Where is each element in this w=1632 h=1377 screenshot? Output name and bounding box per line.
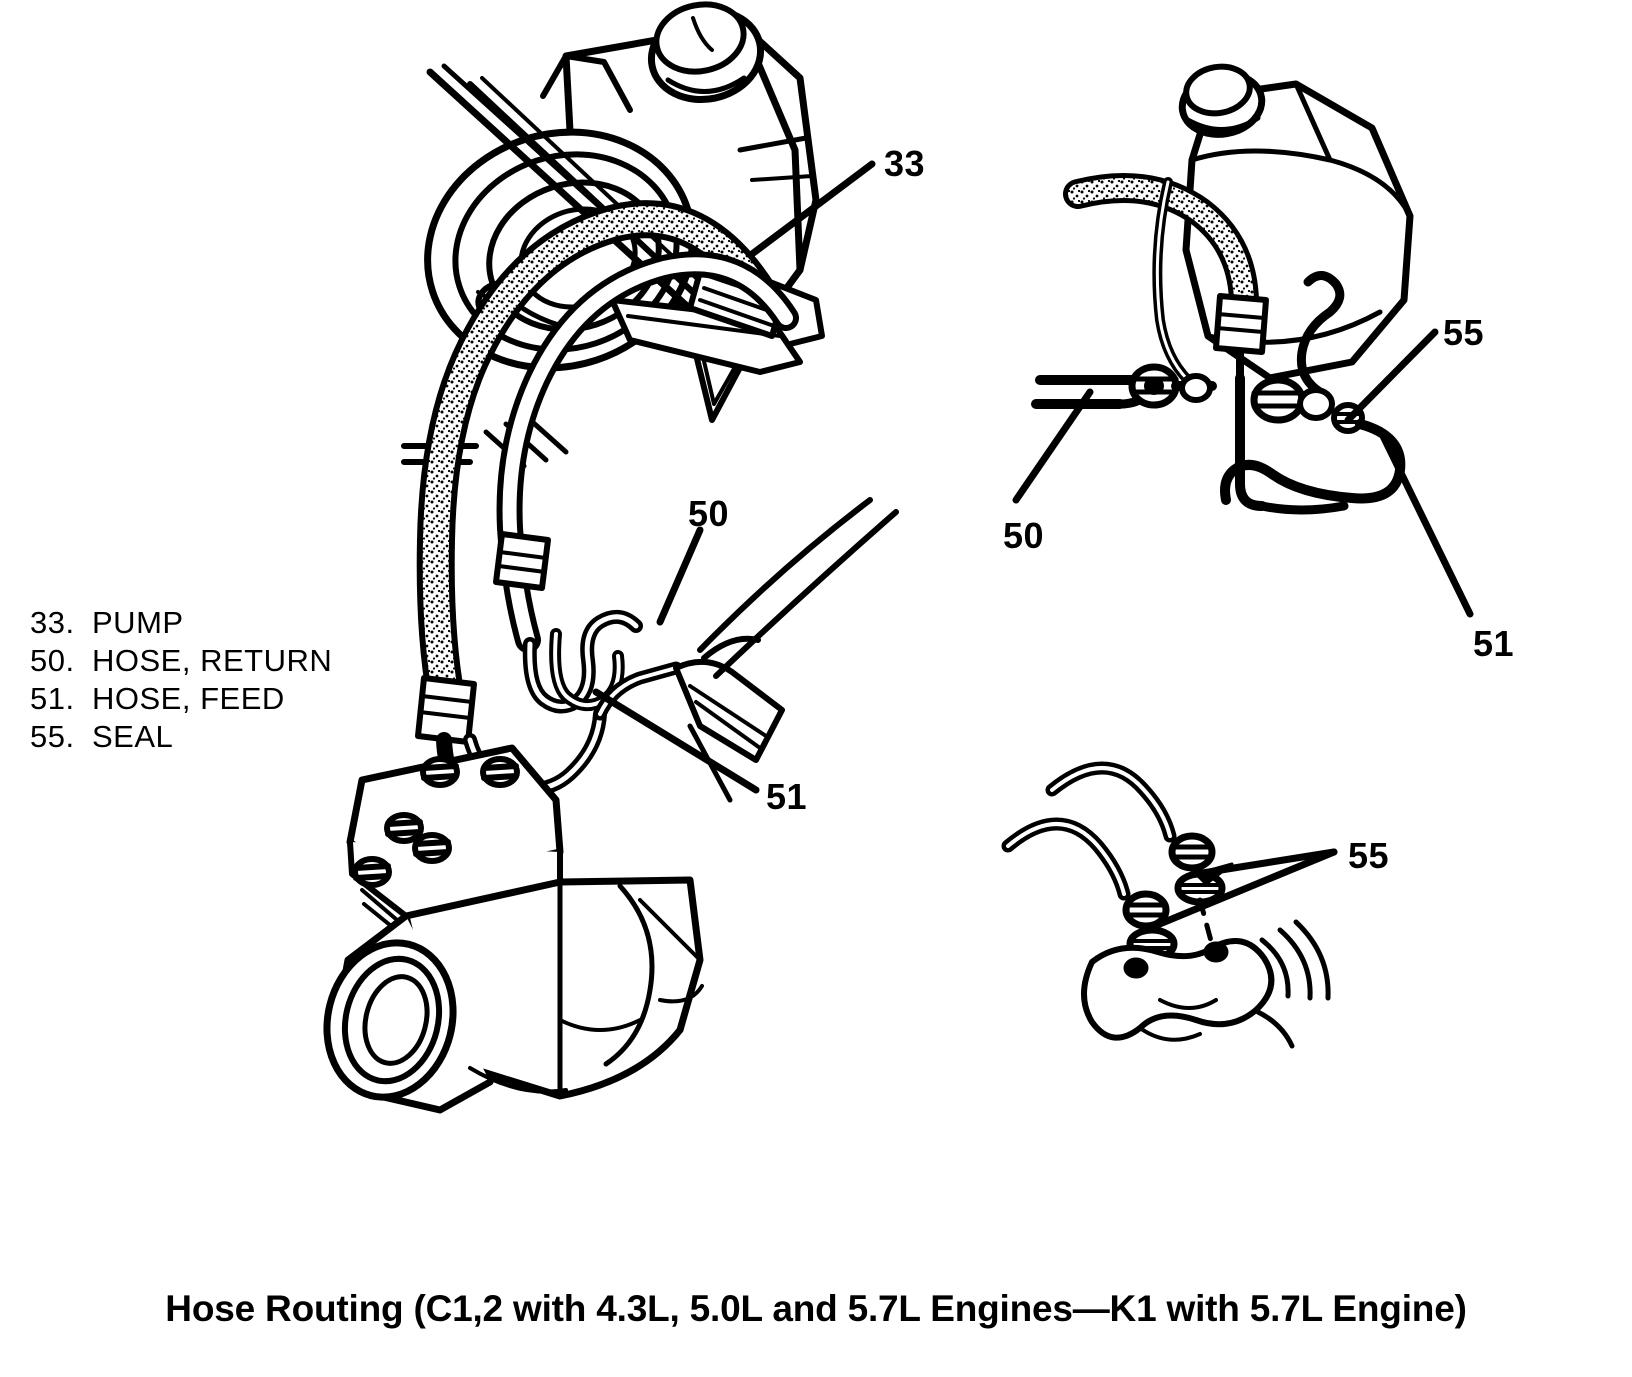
feed-hose-main bbox=[493, 251, 799, 653]
legend-number: 50. bbox=[30, 643, 75, 678]
leader-detail-50 bbox=[1012, 388, 1094, 504]
callout-55-detail-upper: 55 bbox=[1443, 312, 1485, 353]
leader-33 bbox=[748, 160, 876, 258]
detail-upper-right bbox=[1012, 63, 1474, 618]
legend-label: HOSE, FEED bbox=[92, 681, 285, 716]
callout-33-main: 33 bbox=[884, 143, 926, 184]
legend-item-33: 33. PUMP bbox=[30, 604, 450, 642]
callout-55-detail-lower: 55 bbox=[1348, 835, 1390, 876]
callout-50-detail-upper: 50 bbox=[1003, 515, 1045, 556]
callout-51-detail-upper: 51 bbox=[1473, 623, 1515, 664]
legend-label: HOSE, RETURN bbox=[92, 643, 333, 678]
legend-item-51: 51. HOSE, FEED bbox=[30, 680, 450, 718]
pointer-sweep-50 bbox=[697, 497, 899, 679]
leader-detail-55 bbox=[1344, 328, 1439, 424]
parts-legend: 33. PUMP 50. HOSE, RETURN 51. HOSE, FEED… bbox=[30, 604, 450, 756]
leader-51 bbox=[592, 688, 760, 794]
legend-number: 51. bbox=[30, 681, 75, 716]
legend-item-50: 50. HOSE, RETURN bbox=[30, 642, 450, 680]
legend-label: SEAL bbox=[92, 719, 174, 754]
legend-number: 33. bbox=[30, 605, 75, 640]
steering-gear bbox=[323, 659, 785, 1114]
callout-51-main: 51 bbox=[766, 776, 808, 817]
callout-50-main: 50 bbox=[688, 493, 730, 534]
legend-number: 55. bbox=[30, 719, 75, 754]
legend-label: PUMP bbox=[92, 605, 184, 640]
main-leader-lines bbox=[592, 160, 876, 794]
detail-lower-right bbox=[1001, 761, 1338, 1049]
leader-50 bbox=[656, 526, 704, 626]
leader-detail-51 bbox=[1376, 426, 1474, 618]
legend-item-55: 55. SEAL bbox=[30, 718, 450, 756]
figure-caption: Hose Routing (C1,2 with 4.3L, 5.0L and 5… bbox=[165, 1288, 1467, 1329]
